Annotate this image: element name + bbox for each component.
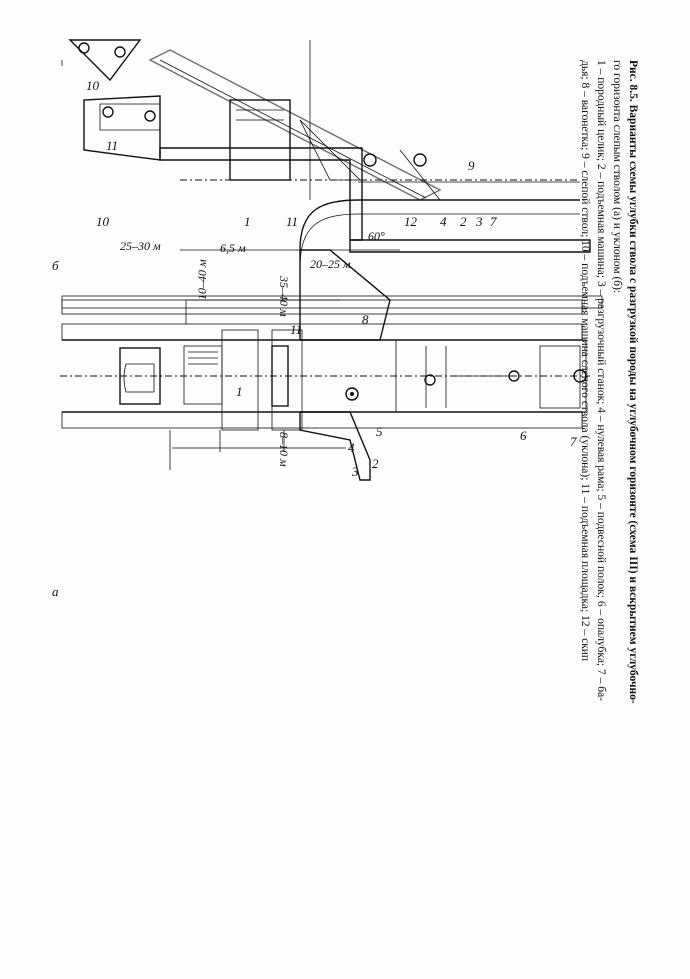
- dim-a-2: 10–40 м: [195, 259, 209, 300]
- panel-b-compact: [61, 295, 603, 309]
- label-b-4: 4: [440, 214, 447, 229]
- label-a-3: 3: [351, 464, 359, 479]
- label-a-5: 5: [376, 424, 383, 439]
- panel-b-drawing: [61, 60, 63, 66]
- panel-b-texts: 20–25 м 6,5 м 60° 25–30 м: [120, 229, 385, 271]
- panel-b-labels: 1 2 3 4 7 10 11 12: [96, 214, 497, 229]
- label-b-10: 10: [96, 214, 110, 229]
- label-a-7: 7: [570, 434, 577, 449]
- label-b-1: 1: [244, 214, 251, 229]
- dim-b-1: 20–25 м: [310, 257, 351, 271]
- dim-b-0: 25–30 м: [120, 239, 161, 253]
- label-a-11-top: 11: [106, 138, 118, 153]
- label-b-2: 2: [460, 214, 467, 229]
- caption-line3: 1 – породный целик; 2 – подъемная машина…: [595, 60, 607, 701]
- label-a-9: 9: [468, 158, 475, 173]
- label-b-12: 12: [404, 214, 418, 229]
- panel-a-drawing: [60, 95, 591, 481]
- panel-a-label: а: [52, 584, 59, 599]
- panel-b-structure-drawn: [68, 39, 580, 251]
- panel-a-dimensions: 35–40 м 8–10 м: [277, 275, 291, 467]
- panel-b-label: б: [52, 258, 59, 273]
- figure-caption: Рис. 8.5. Варианты схемы углубки ствола …: [579, 60, 639, 704]
- dim-b-3: 60°: [368, 229, 385, 243]
- label-a-1: 1: [236, 384, 243, 399]
- label-a-11: 11: [290, 322, 302, 337]
- label-b-11: 11: [286, 214, 298, 229]
- dim-a-1: 8–10 м: [277, 432, 291, 467]
- caption-title: Рис. 8.5. Варианты схемы углубки ствола …: [627, 60, 639, 704]
- label-a-10: 10: [86, 78, 100, 93]
- panel-b-final: [61, 299, 583, 315]
- label-a-8: 8: [362, 312, 369, 327]
- label-a-6: 6: [520, 428, 527, 443]
- dim-b-2: 6,5 м: [220, 241, 246, 255]
- label-a-2: 2: [372, 456, 379, 471]
- caption-line2: го горизонта слепым стволом (а) и уклоно…: [611, 60, 623, 293]
- caption-line4: дья; 8 – вагонетка; 9 – слепой ствол; 10…: [579, 60, 591, 661]
- label-b-3: 3: [475, 214, 483, 229]
- label-a-4: 4: [348, 440, 355, 455]
- label-b-7: 7: [490, 214, 497, 229]
